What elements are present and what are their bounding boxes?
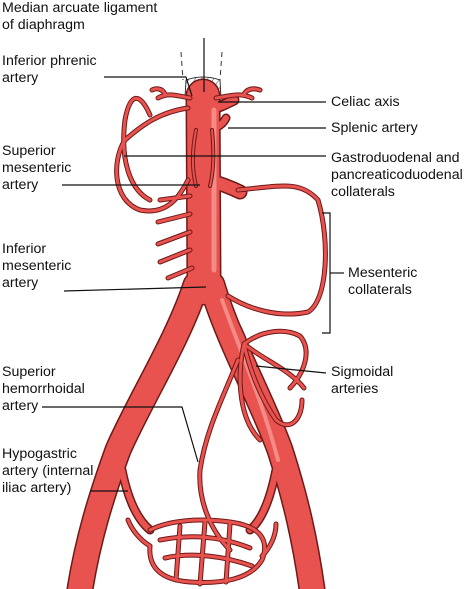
label-mesenteric-collaterals: Mesenteric collaterals (348, 265, 418, 298)
label-median-arcuate-ligament: Median arcuate ligament of diaphragm (2, 0, 158, 33)
diaphragm-dashed-lines (180, 51, 223, 81)
leader-lines (42, 38, 344, 492)
label-hypogastric-artery: Hypogastric artery (internal iliac arter… (2, 446, 94, 496)
label-splenic-artery: Splenic artery (331, 120, 418, 136)
artery-fills (68, 80, 324, 589)
label-inferior-mesenteric-artery: Inferior mesenteric artery (2, 241, 72, 291)
label-superior-hemorrhoidal-artery: Superior hemorrhoidal artery (2, 364, 85, 414)
label-inferior-phrenic-artery: Inferior phrenic artery (2, 53, 97, 86)
label-gastroduodenal-collaterals: Gastroduodenal and pancreaticoduodenal c… (331, 150, 463, 200)
label-celiac-axis: Celiac axis (331, 94, 400, 110)
label-superior-mesenteric-artery: Superior mesenteric artery (2, 143, 72, 193)
label-sigmoidal-arteries: Sigmoidal arteries (331, 364, 394, 397)
small-vessels (114, 86, 328, 587)
